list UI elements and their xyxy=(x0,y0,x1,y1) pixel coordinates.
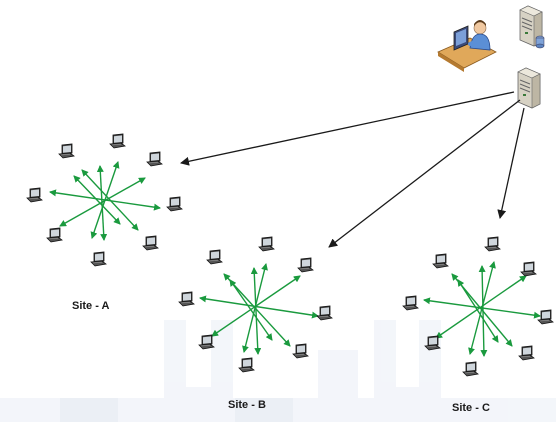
server-link-site-b xyxy=(328,99,521,248)
site-a-label: Site - A xyxy=(72,300,110,312)
watermark xyxy=(0,320,556,422)
mesh-links xyxy=(199,263,319,355)
laptop-icon xyxy=(146,151,163,167)
server-link-site-a xyxy=(180,91,515,166)
site-cluster-a xyxy=(26,133,183,267)
server-links xyxy=(180,91,525,248)
laptop-icon xyxy=(46,227,63,243)
laptop-icon xyxy=(484,236,501,252)
laptop-icon xyxy=(292,343,309,359)
laptop-icon xyxy=(198,334,215,350)
laptop-icon xyxy=(537,309,554,325)
laptop-icon xyxy=(166,196,183,212)
laptop-icon xyxy=(109,133,126,149)
site-cluster-b xyxy=(178,236,333,373)
laptop-icon xyxy=(520,261,537,277)
site-c-label: Site - C xyxy=(452,402,490,414)
laptop-icon xyxy=(58,143,75,159)
site-cluster-c xyxy=(402,236,554,377)
laptop-icon xyxy=(90,251,107,267)
server-icon xyxy=(517,67,541,109)
laptop-icon xyxy=(178,291,195,307)
laptop-icon xyxy=(402,295,419,311)
laptop-icon xyxy=(462,361,479,377)
laptop-icon xyxy=(518,345,535,361)
laptop-icon xyxy=(297,257,314,273)
server-link-site-c xyxy=(497,107,525,219)
laptop-icon xyxy=(258,236,275,252)
mesh-links xyxy=(49,161,161,241)
laptop-icon xyxy=(142,235,159,251)
laptop-icon xyxy=(316,305,333,321)
laptop-icon xyxy=(206,249,223,265)
mesh-links xyxy=(423,261,541,357)
laptop-icon xyxy=(432,253,449,269)
site-b-label: Site - B xyxy=(228,399,266,411)
laptop-icon xyxy=(26,187,43,203)
database-server-icon xyxy=(519,5,545,49)
administrator-workstation-icon xyxy=(437,20,497,72)
laptop-icon xyxy=(238,357,255,373)
